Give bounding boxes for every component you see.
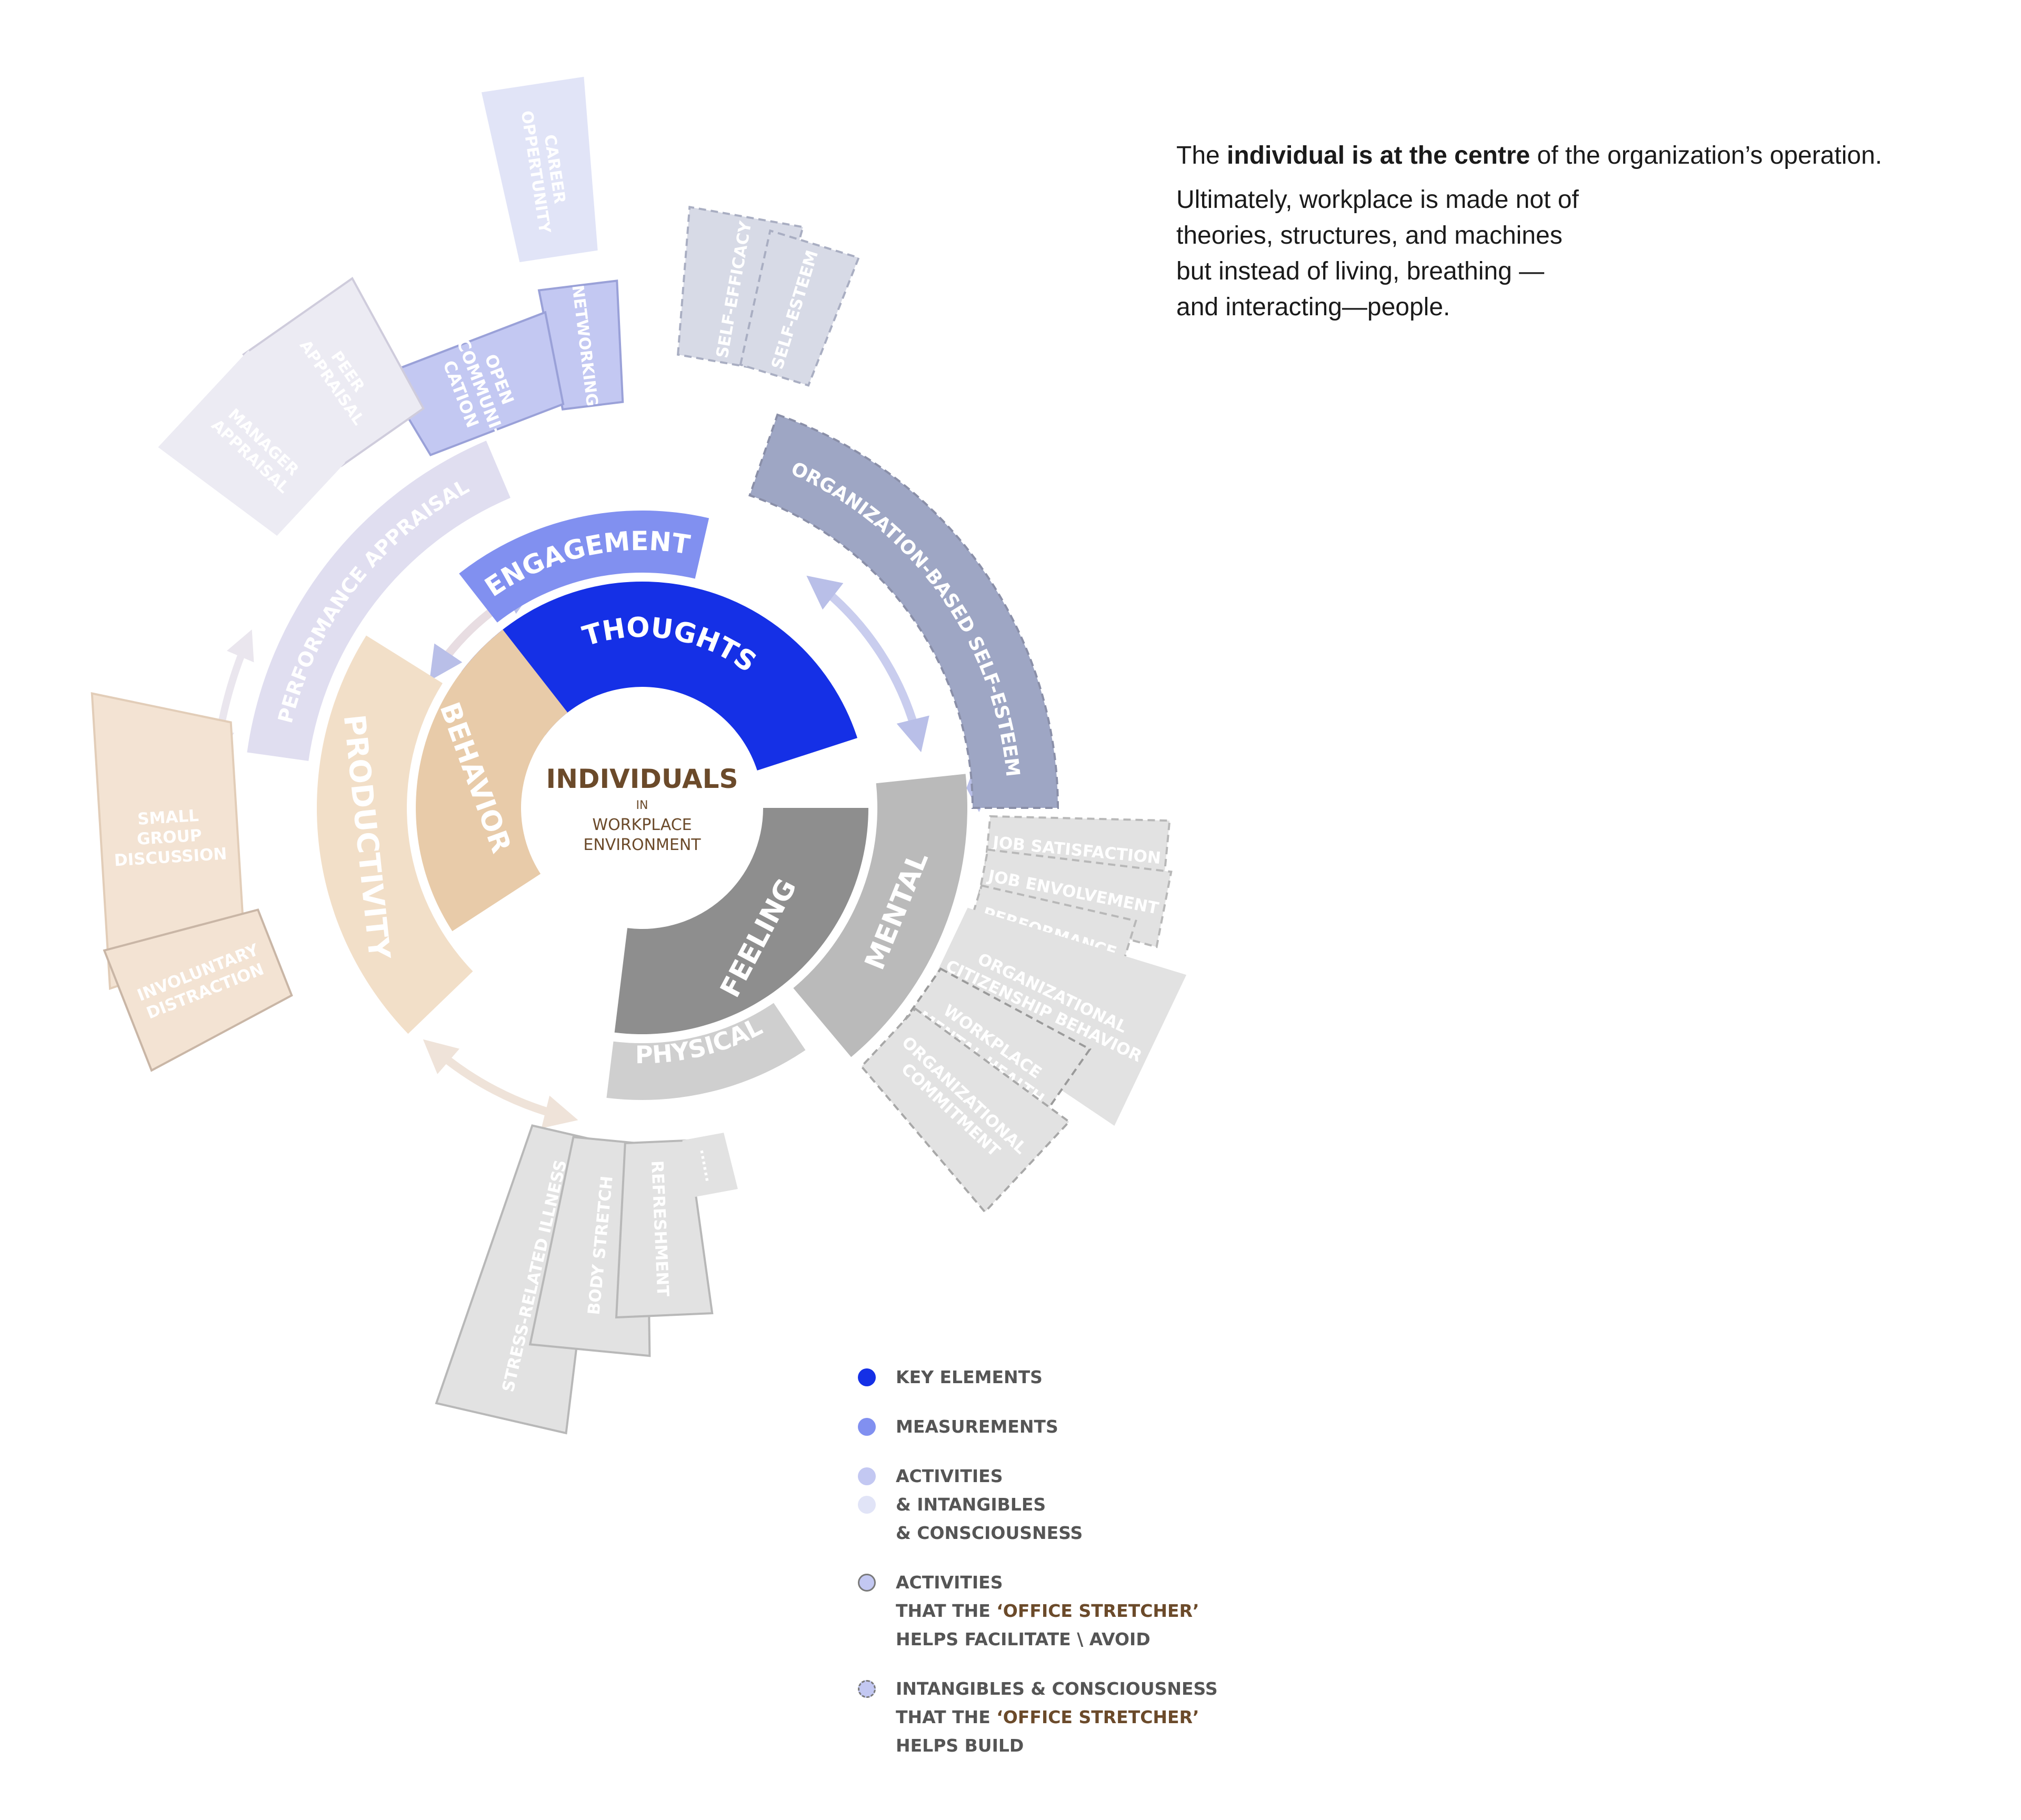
productivity-segment — [316, 635, 473, 1034]
legend-build-line1: INTANGIBLES & CONSCIOUSNESS — [896, 1678, 1218, 1699]
legend-activities: ACTIVITIES & INTANGIBLES & CONSCIOUSNESS — [858, 1462, 1279, 1547]
feeling-segment — [614, 808, 868, 1035]
legend-activities-line2: & INTANGIBLES — [896, 1494, 1046, 1515]
legend-activities-line3: & CONSCIOUSNESS — [896, 1523, 1083, 1543]
feeling-behavior-arrow — [423, 1039, 578, 1128]
involuntary-distraction-tile: INVOLUNTARYDISTRACTION — [103, 908, 293, 1072]
legend-facilitate: ACTIVITIES THAT THE ‘OFFICE STRETCHER’ H… — [858, 1568, 1279, 1654]
legend-build-2b: ‘OFFICE STRETCHER’ — [996, 1707, 1199, 1727]
more-tile: ...... — [682, 1133, 738, 1198]
intro-lead-bold: individual is at the centre — [1227, 142, 1530, 169]
self-esteem-tile: SELF-ESTEEM — [739, 229, 861, 387]
open-communication-tile: OPENCOMMUNI-CATION — [381, 311, 565, 456]
center-line2: ENVIRONMENT — [583, 836, 701, 854]
legend-dot-intangible — [858, 1496, 876, 1514]
center-title: INDIVIDUALS — [546, 764, 738, 794]
legend-dot-measure — [858, 1418, 876, 1436]
thoughts-segment — [461, 581, 857, 771]
performance-appraisal-segment — [247, 441, 511, 761]
manager-appraisal-tile: MANAGERAPPRAISAL — [158, 350, 345, 536]
org-commitment-tile: ORGANIZATIONALCOMMITMENT — [860, 1007, 1071, 1214]
intro-body: Ultimately, workplace is made not of the… — [1176, 186, 1579, 321]
legend-activities-line1: ACTIVITIES — [896, 1466, 1003, 1486]
intro-text: The individual is at the centre of the o… — [1176, 138, 1997, 325]
small-group-discussion-tile-label: SMALLGROUPDISCUSSION — [111, 805, 227, 871]
legend-measurements: MEASUREMENTS — [858, 1413, 1279, 1441]
legend-build-line3: HELPS BUILD — [896, 1735, 1024, 1756]
legend-dot-solid-outline — [858, 1574, 876, 1592]
small-group-discussion-tile: SMALLGROUPDISCUSSION — [91, 692, 246, 991]
diagram-rings — [247, 413, 1059, 1101]
legend-build: INTANGIBLES & CONSCIOUSNESS THAT THE ‘OF… — [858, 1675, 1279, 1760]
physical-segment — [606, 1003, 806, 1101]
networking-tile: NETWORKING — [537, 279, 624, 411]
legend-dot-activity — [858, 1467, 876, 1485]
legend-facilitate-line3: HELPS FACILITATE \ AVOID — [896, 1629, 1150, 1649]
legend-facilitate-2a: THAT THE — [896, 1601, 997, 1621]
legend: KEY ELEMENTS MEASUREMENTS ACTIVITIES & I… — [858, 1363, 1279, 1781]
intro-lead-post: of the organization’s operation. — [1530, 142, 1883, 169]
legend-build-line2: THAT THE ‘OFFICE STRETCHER’ — [896, 1703, 1279, 1732]
legend-measure-label: MEASUREMENTS — [896, 1416, 1058, 1437]
legend-dot-dashed-outline — [858, 1680, 876, 1698]
behavior-segment — [416, 629, 568, 932]
center-circle — [543, 709, 741, 907]
center-line1: WORKPLACE — [592, 816, 692, 834]
legend-key-label: KEY ELEMENTS — [896, 1367, 1043, 1387]
legend-build-2a: THAT THE — [896, 1707, 997, 1727]
center-hub: INDIVIDUALS IN WORKPLACE ENVIRONMENT — [543, 709, 741, 907]
thoughts-self-esteem-arrow — [806, 575, 929, 753]
diagram-tiles: CAREEROPPERTUNITY NETWORKINGOPENCOMMUNI-C… — [91, 76, 1187, 1435]
org-self-esteem-segment — [748, 413, 1059, 809]
legend-dot-key — [858, 1368, 876, 1386]
intro-lead: The individual is at the centre of the o… — [1176, 138, 1997, 174]
intro-lead-pre: The — [1176, 142, 1227, 169]
peer-appraisal-tile: PEERAPPRAISAL — [242, 277, 425, 467]
legend-facilitate-line2: THAT THE ‘OFFICE STRETCHER’ — [896, 1597, 1279, 1625]
center-in: IN — [636, 799, 648, 812]
legend-key-elements: KEY ELEMENTS — [858, 1363, 1279, 1392]
legend-facilitate-2b: ‘OFFICE STRETCHER’ — [996, 1601, 1199, 1621]
engagement-segment — [459, 511, 709, 623]
career-opportunity-tile: CAREEROPPERTUNITY — [481, 76, 598, 263]
legend-facilitate-line1: ACTIVITIES — [896, 1572, 1003, 1593]
mental-segment — [793, 774, 967, 1057]
